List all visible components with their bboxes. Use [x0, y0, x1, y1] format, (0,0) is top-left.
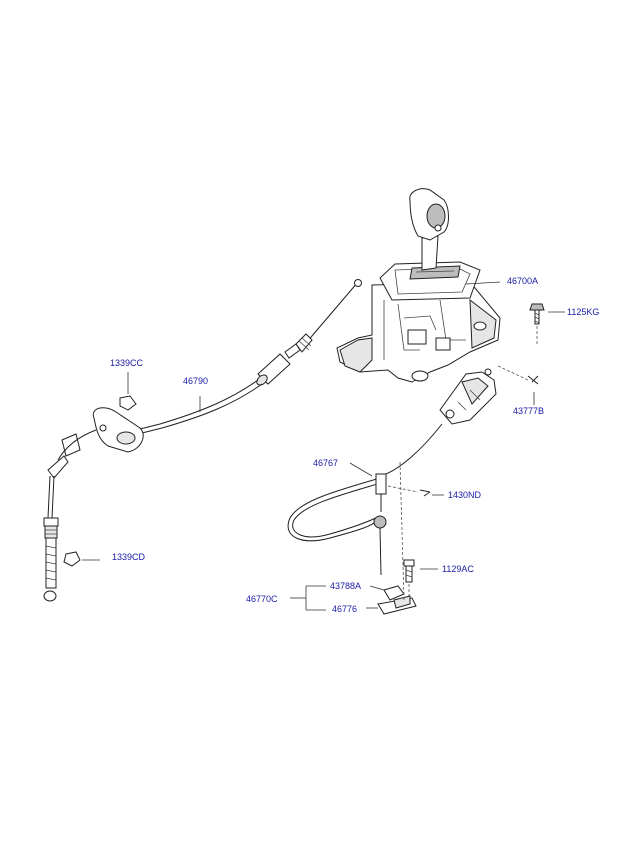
bracket-46770C	[290, 461, 417, 615]
label-46770C: 46770C	[246, 594, 278, 604]
label-46776: 46776	[332, 604, 358, 614]
label-43777B: 43777B	[513, 406, 545, 416]
label-46700A: 46700A	[507, 276, 539, 286]
clip-43777B	[497, 365, 539, 405]
cable-46790	[43, 279, 362, 602]
label-43788A: 43788A	[330, 581, 362, 591]
cable-46767	[287, 368, 497, 576]
label-1339CC: 1339CC	[110, 358, 144, 368]
pin-1430ND	[387, 485, 444, 497]
label-1129AC: 1129AC	[442, 564, 474, 574]
label-1430ND: 1430ND	[448, 490, 482, 500]
label-46790: 46790	[183, 376, 209, 386]
washer-1339CD	[63, 551, 100, 567]
label-1339CD: 1339CD	[112, 552, 146, 562]
bolt-1125KG	[529, 303, 565, 345]
shift-lever-assembly	[336, 188, 501, 383]
label-46767: 46767	[313, 458, 339, 468]
bolt-1129AC	[403, 559, 438, 596]
washer-1339CC	[119, 372, 137, 411]
label-1125KG: 1125KG	[567, 307, 600, 317]
